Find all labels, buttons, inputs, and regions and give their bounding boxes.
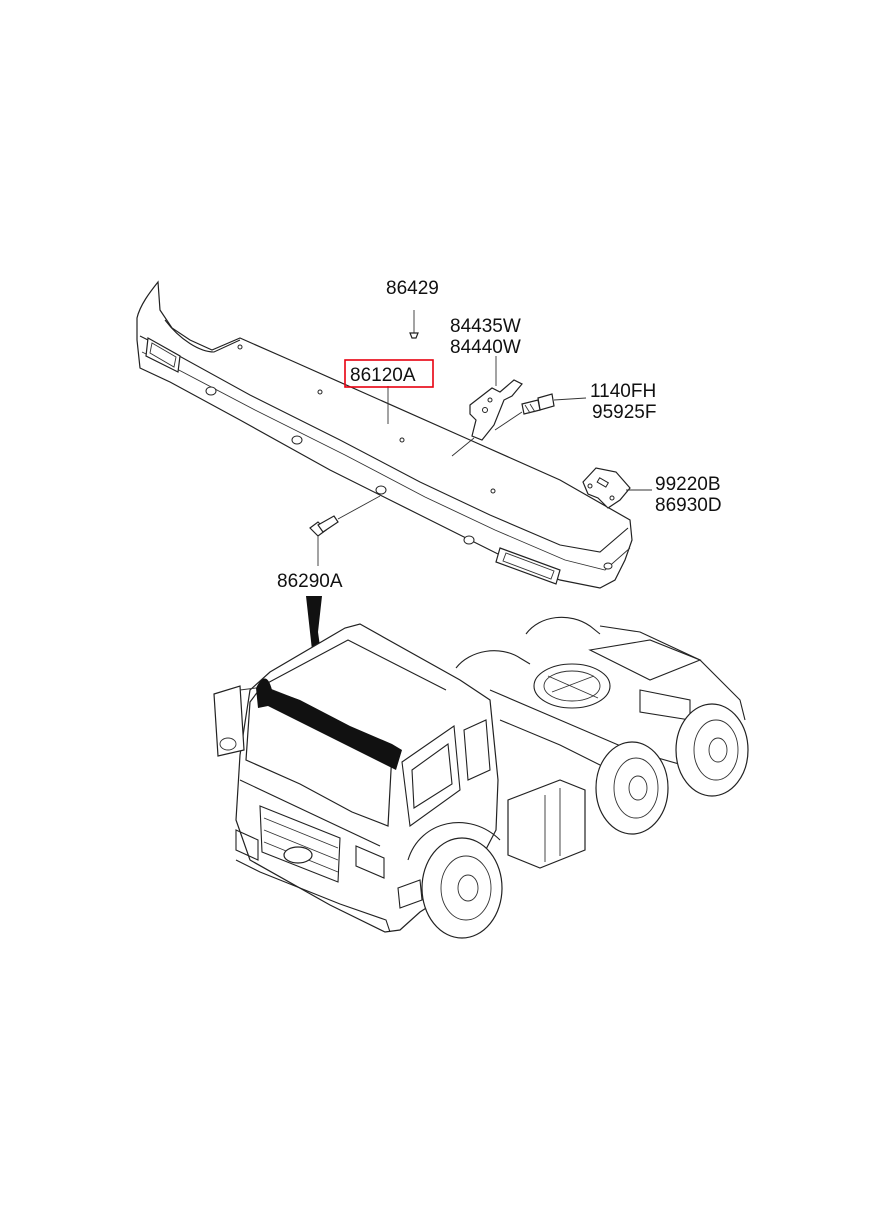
highlight-box xyxy=(344,359,434,388)
label-86429[interactable]: 86429 xyxy=(386,278,439,299)
label-86120a[interactable]: 86120A xyxy=(350,365,416,386)
label-1140fh[interactable]: 1140FH xyxy=(590,381,656,402)
label-86290a[interactable]: 86290A xyxy=(277,571,343,592)
bracket-84435w-part[interactable] xyxy=(451,356,523,457)
label-84435w[interactable]: 84435W xyxy=(450,316,521,337)
label-86930d[interactable]: 86930D xyxy=(655,495,722,516)
bolt-1140fh-part[interactable] xyxy=(494,393,587,431)
cap-86429-part[interactable] xyxy=(409,310,419,339)
sun-visor-part[interactable] xyxy=(136,280,633,589)
screw-86290a-part[interactable] xyxy=(309,495,381,566)
truck-illustration xyxy=(213,596,749,939)
plate-99220b-part[interactable] xyxy=(582,467,652,509)
label-84440w[interactable]: 84440W xyxy=(450,337,521,358)
label-99220b[interactable]: 99220B xyxy=(655,474,721,495)
label-95925f[interactable]: 95925F xyxy=(592,402,656,423)
